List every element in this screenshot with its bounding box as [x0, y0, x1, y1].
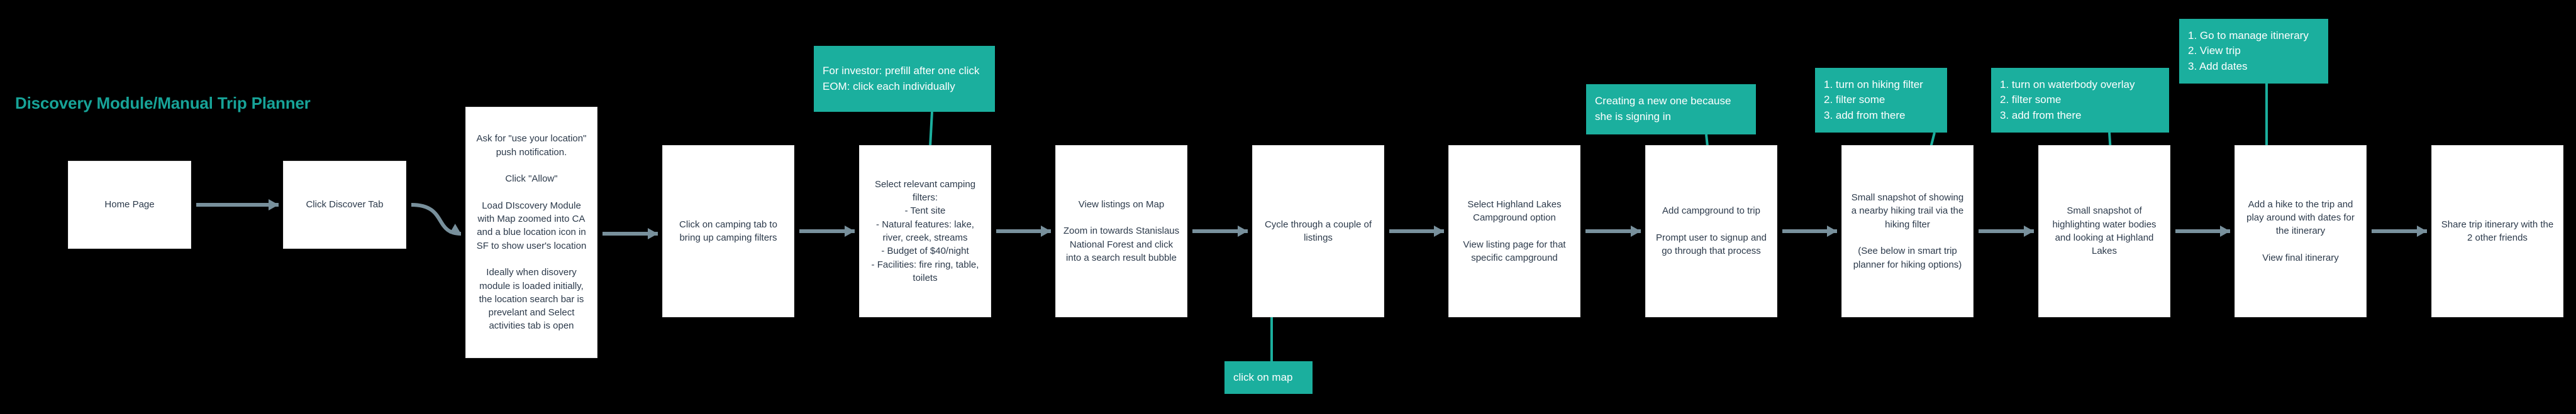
sticky-note-note-creating-new-one[interactable]: Creating a new one because she is signin…	[1586, 84, 1756, 134]
node-label: Select Highland Lakes Campground option …	[1463, 199, 1566, 263]
connector-arrow-camping-tab-to-filters	[783, 215, 871, 248]
node-home-page[interactable]: Home Page	[68, 161, 191, 249]
sticky-note-label: 1. turn on hiking filter 2. filter some …	[1824, 78, 1923, 121]
node-click-camping-tab[interactable]: Click on camping tab to bring up camping…	[662, 145, 794, 317]
connector-arrow-hiking-to-water	[1962, 215, 2050, 248]
node-water-bodies-snapshot[interactable]: Small snapshot of highlighting water bod…	[2038, 145, 2170, 317]
node-add-hike-dates[interactable]: Add a hike to the trip and play around w…	[2235, 145, 2367, 317]
connector-arrow-cycle-to-highland	[1373, 215, 1460, 248]
sticky-note-label: Creating a new one because she is signin…	[1595, 95, 1731, 123]
sticky-note-label: click on map	[1233, 371, 1293, 383]
connector-arrow-filters-to-listings	[980, 215, 1067, 248]
node-label: Small snapshot of highlighting water bod…	[2052, 205, 2157, 257]
sticky-note-note-hiking-filter-steps[interactable]: 1. turn on hiking filter 2. filter some …	[1815, 68, 1947, 133]
node-hiking-trail-snapshot[interactable]: Small snapshot of showing a nearby hikin…	[1841, 145, 1974, 317]
sticky-note-note-click-on-map[interactable]: click on map	[1224, 361, 1313, 394]
node-label: Cycle through a couple of listings	[1264, 219, 1372, 243]
node-label: Share trip itinerary with the 2 other fr…	[2441, 219, 2554, 243]
node-label: Home Page	[104, 199, 155, 210]
node-click-discover-tab[interactable]: Click Discover Tab	[283, 161, 406, 249]
connector-arrow-water-to-add-hike	[2159, 215, 2246, 248]
node-select-highland-lakes[interactable]: Select Highland Lakes Campground option …	[1448, 145, 1580, 317]
node-label: Add a hike to the trip and play around w…	[2246, 199, 2355, 263]
node-select-camping-filters[interactable]: Select relevant camping filters: - Tent …	[859, 145, 991, 317]
connector-arrow-load-to-camping-tab	[586, 217, 674, 250]
sticky-note-label: For investor: prefill after one click EO…	[823, 64, 980, 92]
page-title: Discovery Module/Manual Trip Planner	[15, 94, 311, 112]
sticky-note-label: 1. turn on waterbody overlay 2. filter s…	[2000, 78, 2135, 121]
connector-arrow-add-camp-to-hiking	[1766, 215, 1853, 248]
node-share-itinerary[interactable]: Share trip itinerary with the 2 other fr…	[2431, 145, 2563, 317]
node-label: Ask for "use your location" push notific…	[476, 133, 587, 332]
node-label: Select relevant camping filters: - Tent …	[871, 178, 979, 283]
connector-arrow-add-hike-to-share	[2355, 215, 2443, 248]
node-label: View listings on Map Zoom in towards Sta…	[1063, 199, 1180, 263]
node-add-campground-to-trip[interactable]: Add campground to trip Prompt user to si…	[1645, 145, 1777, 317]
node-label: Small snapshot of showing a nearby hikin…	[1851, 192, 1964, 270]
node-label: Click Discover Tab	[306, 199, 384, 210]
sticky-note-note-investor-prefill[interactable]: For investor: prefill after one click EO…	[814, 46, 995, 112]
node-label: Add campground to trip Prompt user to si…	[1656, 205, 1767, 257]
connector-arrow-home-to-discover	[180, 188, 295, 221]
sticky-note-label: 1. Go to manage itinerary 2. View trip 3…	[2188, 29, 2309, 72]
node-load-discovery-module[interactable]: Ask for "use your location" push notific…	[465, 107, 597, 358]
sticky-note-note-waterbody-overlay-steps[interactable]: 1. turn on waterbody overlay 2. filter s…	[1991, 68, 2169, 133]
connector-arrow-listings-to-cycle	[1176, 215, 1264, 248]
sticky-note-note-itinerary-steps[interactable]: 1. Go to manage itinerary 2. View trip 3…	[2179, 19, 2328, 84]
node-view-listings-map[interactable]: View listings on Map Zoom in towards Sta…	[1055, 145, 1187, 317]
connector-arrow-highland-to-add-camp	[1569, 215, 1657, 248]
node-label: Click on camping tab to bring up camping…	[679, 219, 777, 243]
node-cycle-listings[interactable]: Cycle through a couple of listings	[1252, 145, 1384, 317]
